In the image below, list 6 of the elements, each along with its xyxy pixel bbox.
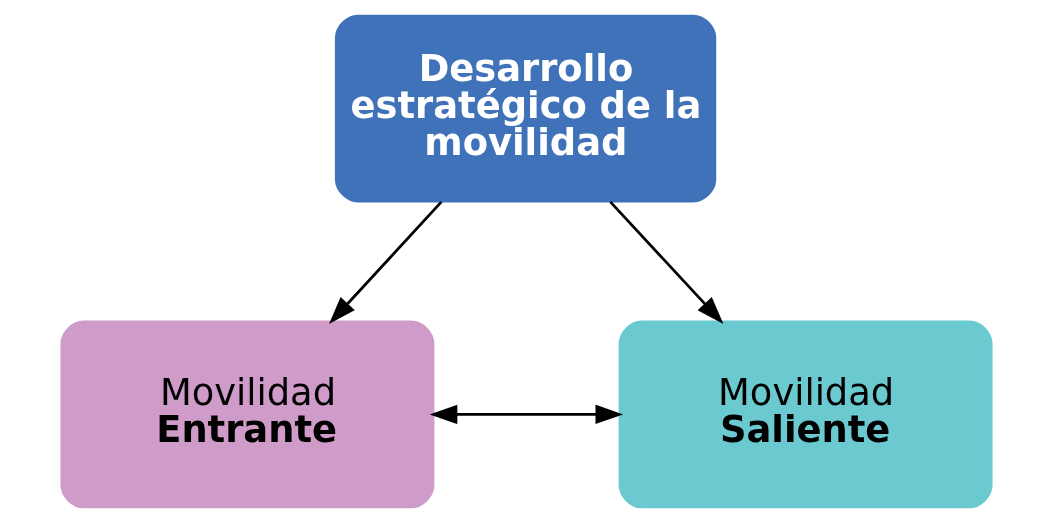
- arrow: [608, 200, 723, 324]
- arrow: [328, 200, 442, 324]
- arrow: [429, 404, 623, 425]
- node-box: Movilidad Entrante: [59, 320, 434, 509]
- node-box: Desarrollo estratégico de la movilidad: [334, 14, 716, 203]
- node-box: Movilidad Saliente: [618, 320, 993, 509]
